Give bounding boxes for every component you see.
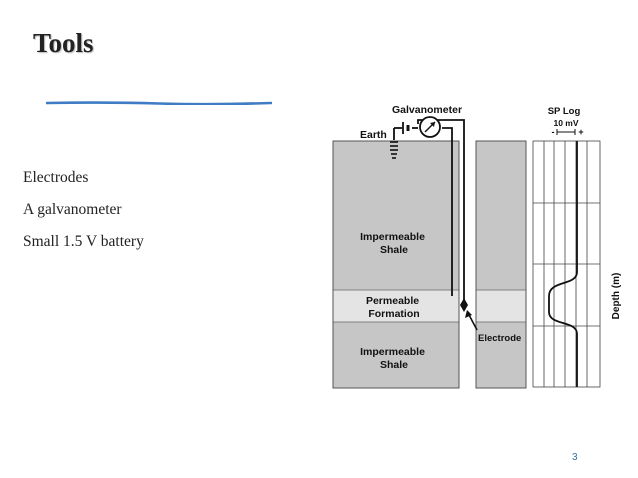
slide-title: Tools bbox=[33, 28, 94, 58]
borehole-formation bbox=[476, 290, 526, 322]
bullet-list: Electrodes A galvanometer Small 1.5 V ba… bbox=[23, 166, 144, 262]
battery-icon bbox=[402, 122, 410, 134]
electrode-label: Electrode bbox=[478, 333, 521, 344]
page-number: 3 bbox=[572, 452, 578, 463]
sp-plus-sign: + bbox=[578, 127, 583, 137]
upper-shale-layer bbox=[333, 141, 459, 290]
circuit-wires bbox=[393, 119, 465, 305]
title-underline bbox=[46, 101, 272, 105]
bullet-item: A galvanometer bbox=[23, 201, 122, 218]
sp-log-grid bbox=[532, 140, 601, 388]
sp-scale-label: 10 mV bbox=[553, 118, 578, 128]
sp-curve bbox=[548, 141, 578, 387]
upper-shale-label: Impermeable Shale bbox=[360, 231, 428, 256]
formation-label: Permeable Formation bbox=[366, 295, 422, 320]
sp-scale-bar bbox=[556, 129, 576, 135]
lower-shale-label: Impermeable Shale bbox=[360, 346, 428, 371]
borehole-lower-shale bbox=[476, 322, 526, 388]
permeable-formation-layer bbox=[333, 290, 459, 322]
galvanometer-icon bbox=[419, 116, 441, 138]
depth-axis-label: Depth (m) bbox=[611, 273, 622, 320]
earth-ground-icon bbox=[390, 141, 398, 159]
electrode-icon bbox=[460, 298, 468, 312]
electrode-pointer-arrow bbox=[465, 310, 478, 331]
sp-log-diagram: Impermeable Shale Permeable Formation Im… bbox=[332, 104, 622, 389]
galvanometer-label: Galvanometer bbox=[392, 104, 462, 116]
bullet-item: Electrodes bbox=[23, 169, 89, 186]
sp-minus-sign: - bbox=[552, 127, 555, 137]
earth-label: Earth bbox=[360, 129, 387, 141]
bullet-item: Small 1.5 V battery bbox=[23, 233, 144, 250]
sp-log-label: SP Log bbox=[548, 106, 581, 117]
borehole-upper-shale bbox=[476, 141, 526, 290]
lower-shale-layer bbox=[333, 322, 459, 388]
